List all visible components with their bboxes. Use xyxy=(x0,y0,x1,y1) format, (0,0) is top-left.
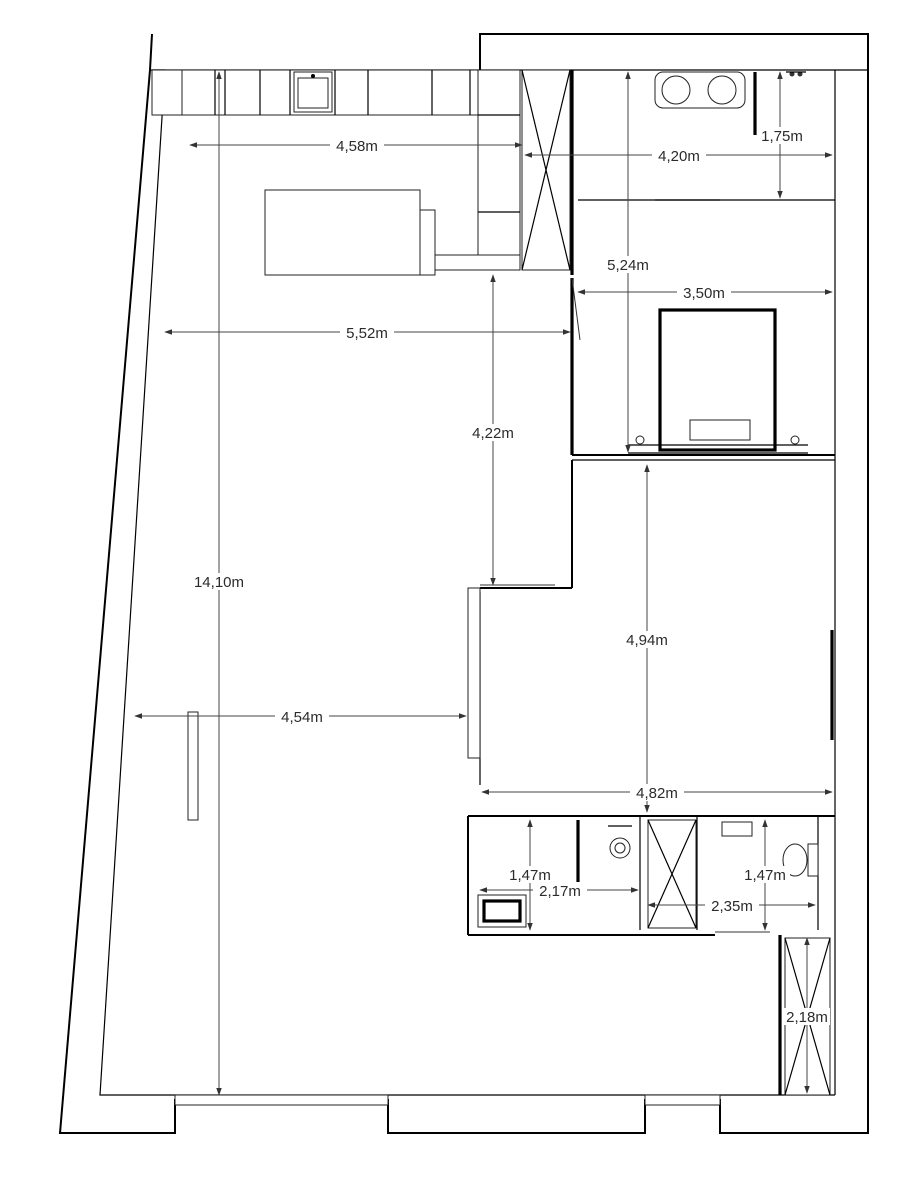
toilet-icon xyxy=(721,821,819,877)
interior-walls xyxy=(467,70,835,1095)
dim-room2-depth: 4,94m xyxy=(626,632,668,649)
dim-total-length: 14,10m xyxy=(194,574,244,591)
kitchen-island xyxy=(264,189,436,276)
dim-bath-width: 4,20m xyxy=(658,148,700,165)
laundry-sink-icon xyxy=(477,894,527,928)
dim-closet-depth: 2,18m xyxy=(786,1009,828,1026)
dim-living-width-lower: 4,54m xyxy=(281,709,323,726)
dim-wc-depth: 1,47m xyxy=(744,867,786,884)
dim-bedroom-width: 3,50m xyxy=(683,285,725,302)
dim-right-depth: 5,24m xyxy=(607,257,649,274)
shower-icon xyxy=(753,71,806,135)
double-sink-icon xyxy=(654,71,746,109)
bed-icon xyxy=(628,308,808,454)
sink-icon xyxy=(293,71,333,113)
dim-laundry-depth: 1,47m xyxy=(509,867,551,884)
exterior-walls xyxy=(58,33,869,1134)
dim-kitchen-width: 4,58m xyxy=(336,138,378,155)
kitchen-counter xyxy=(151,69,521,271)
dim-living-width-upper: 5,52m xyxy=(346,325,388,342)
dim-room2-width: 4,82m xyxy=(636,785,678,802)
dim-bath-depth: 1,75m xyxy=(761,128,803,145)
washer-icon xyxy=(608,825,632,859)
dim-island-to-niche: 4,22m xyxy=(472,425,514,442)
tall-cabinet xyxy=(521,69,571,271)
dim-wc-width: 2,35m xyxy=(711,898,753,915)
storage-closet xyxy=(647,819,697,929)
dim-laundry-width: 2,17m xyxy=(539,883,581,900)
dimension-labels: 4,58m 4,20m 1,75m 5,24m 3,50m 5,52m 4,22… xyxy=(186,127,830,1026)
